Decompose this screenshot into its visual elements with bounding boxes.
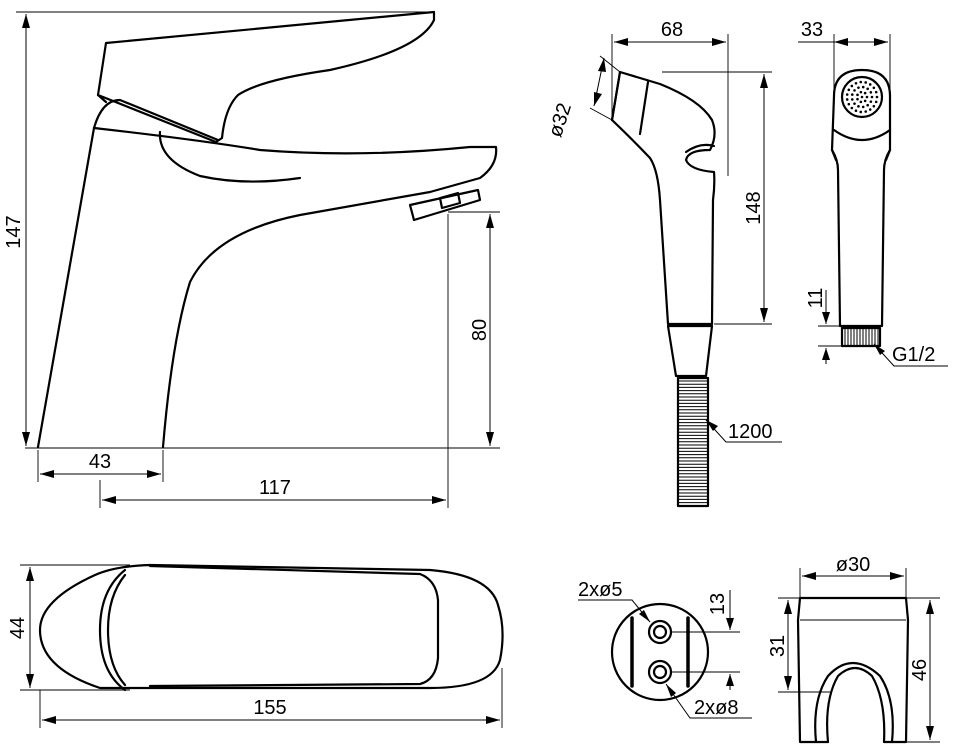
- dimension-g12: G1/2: [873, 343, 948, 367]
- nozzle-dot: [861, 85, 865, 89]
- dimension-2xdia8: 2xø8: [665, 683, 752, 719]
- nozzle-dot: [847, 102, 851, 106]
- nozzle-dot: [859, 100, 863, 104]
- nozzle-dot: [864, 110, 867, 113]
- dimension-46: 46: [906, 597, 940, 743]
- label-31: 31: [767, 635, 789, 657]
- label-33: 33: [801, 19, 823, 41]
- dimension-43: 43: [37, 450, 164, 482]
- nozzle-dot: [850, 106, 854, 110]
- nozzle-dot: [874, 90, 878, 94]
- nozzle-dot: [868, 108, 872, 111]
- label-147: 147: [3, 215, 25, 248]
- dimension-2xdia5: 2xø5: [578, 579, 651, 623]
- nozzle-dot: [850, 98, 854, 101]
- label-43: 43: [89, 451, 111, 473]
- thread-ribs: [844, 329, 879, 345]
- nozzle-dot: [863, 91, 867, 95]
- nozzle-dot: [853, 89, 856, 92]
- hose-ribs: [678, 380, 708, 504]
- nozzle-dot: [854, 81, 858, 85]
- dimension-dia32: ø32: [545, 55, 621, 140]
- dimension-68: 68: [611, 19, 729, 176]
- dimension-155: 155: [39, 668, 503, 728]
- nozzle-dot: [872, 86, 876, 90]
- nozzle-dot: [864, 81, 867, 84]
- dimension-80: 80: [448, 211, 500, 446]
- nozzle-dot: [859, 80, 863, 84]
- dimension-dia30: ø30: [799, 554, 907, 598]
- nozzle-dot: [845, 98, 849, 101]
- label-13: 13: [707, 593, 729, 615]
- nozzle-dot: [856, 93, 859, 97]
- nozzle-dot: [845, 93, 849, 96]
- label-2xdia8: 2xø8: [694, 697, 738, 719]
- nozzle-dot: [861, 105, 865, 109]
- nozzle-dot: [868, 83, 872, 86]
- label-117: 117: [259, 477, 291, 499]
- nozzle-dot: [857, 86, 860, 89]
- dimension-148: 148: [662, 71, 772, 325]
- handshower-front-view: [830, 68, 892, 348]
- nozzle-dot: [853, 102, 856, 105]
- dimension-31: 31: [767, 597, 830, 693]
- dimension-13: 13: [672, 590, 740, 690]
- nozzle-dot: [860, 95, 864, 99]
- label-44: 44: [7, 617, 29, 639]
- handshower-side-view: [610, 70, 716, 508]
- nozzle-dot: [863, 99, 867, 103]
- label-dia32: ø32: [545, 100, 577, 140]
- nozzle-dot: [875, 95, 879, 99]
- nozzle-dot: [856, 97, 859, 101]
- label-g12: G1/2: [892, 344, 935, 366]
- dimension-1200: 1200: [705, 419, 782, 443]
- nozzle-dots: [845, 80, 879, 114]
- nozzle-dot: [854, 109, 858, 113]
- nozzle-dot: [869, 91, 873, 94]
- label-1200: 1200: [728, 421, 773, 443]
- nozzle-dot: [866, 103, 869, 107]
- label-dia30: ø30: [836, 554, 870, 576]
- wall-bracket-view: [610, 602, 710, 702]
- label-148: 148: [743, 191, 765, 224]
- label-155: 155: [253, 697, 286, 719]
- nozzle-dot: [857, 105, 860, 108]
- nozzle-dot: [872, 104, 876, 108]
- nozzle-dot: [859, 110, 863, 114]
- holder-front-view: [796, 596, 910, 744]
- nozzle-dot: [869, 100, 873, 103]
- nozzle-dot: [866, 87, 869, 91]
- faucet-side-view: [25, 10, 500, 449]
- nozzle-dot: [859, 90, 863, 94]
- dimension-11: 11: [805, 288, 842, 364]
- dimension-117: 117: [99, 214, 449, 508]
- label-11: 11: [805, 288, 827, 309]
- nozzle-dot: [865, 95, 869, 99]
- nozzle-dot: [847, 88, 851, 92]
- nozzle-dot: [850, 84, 854, 88]
- label-80: 80: [469, 319, 491, 341]
- nozzle-dot: [850, 93, 854, 96]
- dimension-147: 147: [3, 11, 430, 446]
- faucet-top-view: [38, 563, 504, 692]
- label-2xdia5: 2xø5: [578, 579, 622, 601]
- dimension-44: 44: [7, 564, 130, 691]
- label-68: 68: [661, 19, 683, 41]
- nozzle-dot: [874, 100, 878, 104]
- label-46: 46: [909, 659, 931, 681]
- dimension-33: 33: [798, 19, 891, 96]
- nozzle-dot: [870, 95, 874, 99]
